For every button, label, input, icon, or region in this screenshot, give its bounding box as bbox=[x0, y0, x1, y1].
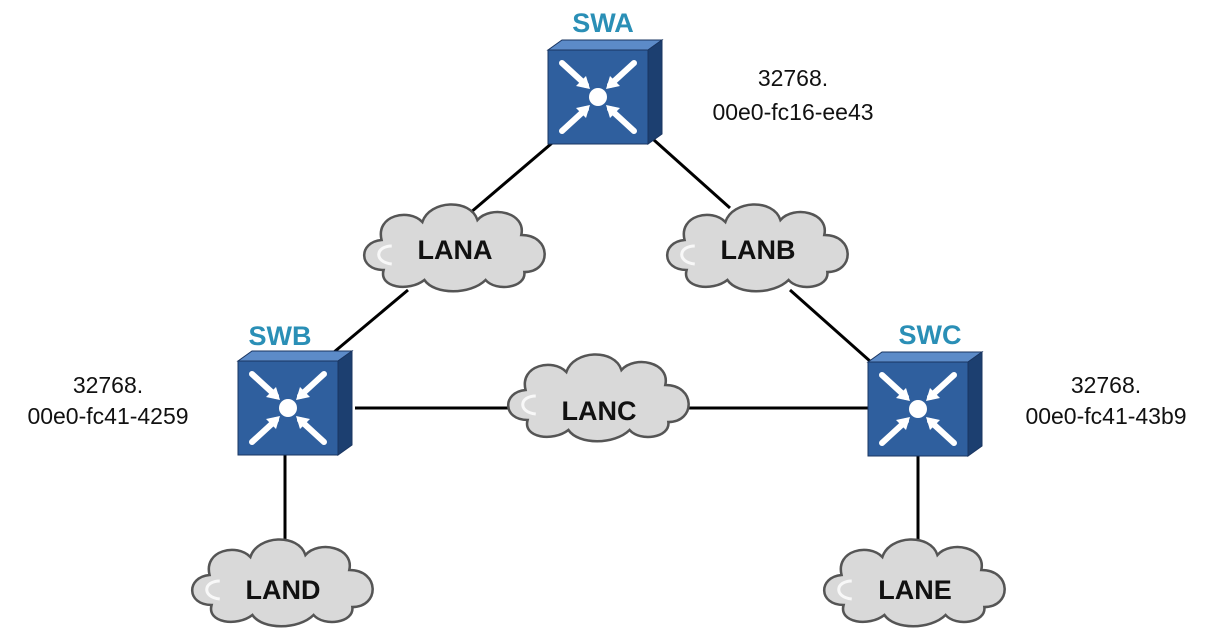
link-lanb-swc bbox=[789, 288, 881, 372]
lan-cloud-land: LAND bbox=[190, 537, 375, 628]
switch-swb: SWB 32768. 00e0-fc41-4259 bbox=[27, 321, 352, 455]
switch-name-swc: SWC bbox=[899, 320, 962, 350]
switch-icon bbox=[548, 40, 662, 144]
lan-cloud-lane: LANE bbox=[822, 537, 1007, 628]
bridge-priority-swa: 32768. bbox=[758, 65, 828, 91]
bridge-mac-swb: 00e0-fc41-4259 bbox=[27, 403, 188, 429]
lan-label-lanb: LANB bbox=[721, 235, 796, 265]
bridge-priority-swb: 32768. bbox=[73, 372, 143, 398]
switch-name-swb: SWB bbox=[249, 321, 312, 351]
lan-label-land: LAND bbox=[246, 575, 321, 605]
switch-icon bbox=[868, 352, 982, 456]
bridge-priority-swc: 32768. bbox=[1071, 372, 1141, 398]
link-swa-lana bbox=[469, 130, 566, 215]
switch-name-swa: SWA bbox=[572, 8, 634, 38]
link-swa-lanb bbox=[644, 130, 731, 210]
lan-cloud-lanc: LANC bbox=[506, 352, 691, 443]
lan-cloud-lanb: LANB bbox=[665, 202, 850, 293]
switch-swc: SWC 32768. 00e0-fc41-43b9 bbox=[868, 320, 1187, 456]
lan-label-lane: LANE bbox=[878, 575, 952, 605]
switch-icon bbox=[238, 351, 352, 455]
switch-swa: SWA 32768. 00e0-fc16-ee43 bbox=[548, 8, 874, 144]
lan-label-lana: LANA bbox=[418, 235, 493, 265]
links bbox=[283, 130, 920, 545]
bridge-mac-swa: 00e0-fc16-ee43 bbox=[712, 99, 873, 125]
lan-label-lanc: LANC bbox=[562, 396, 637, 426]
lan-cloud-lana: LANA bbox=[362, 202, 547, 293]
bridge-mac-swc: 00e0-fc41-43b9 bbox=[1025, 403, 1186, 429]
